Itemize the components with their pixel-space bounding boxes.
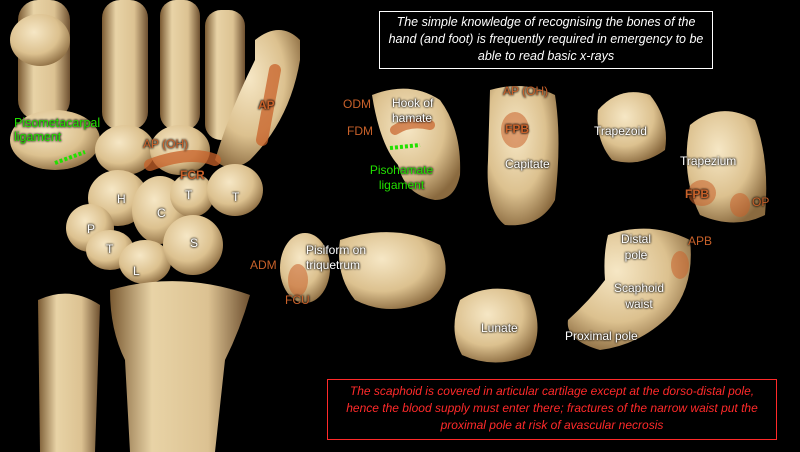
- label-pisiform-letter: P: [87, 222, 96, 236]
- articulated-wrist: [10, 0, 300, 452]
- scaphoid-bone: [567, 228, 691, 350]
- label-distal-pole: Distal pole: [620, 232, 651, 262]
- lunate: [119, 240, 171, 284]
- ap-marker: [256, 64, 281, 146]
- metacarpal-head: [10, 14, 70, 66]
- triquetrum-bone: [339, 232, 446, 309]
- label-fpb-capitate: FPB: [505, 122, 529, 136]
- label-adm: ADM: [250, 258, 277, 272]
- trapezium: [207, 164, 263, 216]
- pisometacarpal-ligament-marker: [54, 150, 86, 165]
- label-trapezium: Trapezium: [680, 154, 737, 168]
- top-note: The simple knowledge of recognising the …: [379, 11, 713, 69]
- label-fcu: FCU: [285, 293, 310, 307]
- radius: [110, 281, 250, 452]
- label-pisometacarpal-ligament: Pisometacarpal ligament: [14, 116, 101, 144]
- label-fdm: FDM: [347, 124, 373, 138]
- thumb-metacarpal: [215, 30, 300, 168]
- label-odm: ODM: [343, 97, 371, 111]
- label-triquetrum-letter: T: [106, 242, 114, 256]
- scaphoid: [163, 215, 223, 275]
- label-fcr: FCR: [180, 168, 205, 182]
- ulna: [38, 293, 100, 452]
- label-hook-of-hamate: Hook of hamate: [392, 96, 434, 125]
- label-trapezium-letter: T: [232, 190, 240, 204]
- capitate-bone: [487, 86, 559, 226]
- label-ap-oh-wrist: AP (OH): [143, 137, 189, 151]
- fpb-marker: [501, 112, 529, 148]
- label-trapezoid: Trapezoid: [594, 124, 647, 138]
- metacarpal-shaft: [102, 0, 148, 130]
- label-capitate-letter: C: [157, 206, 166, 220]
- label-pisohamate-ligament: Pisohamate ligament: [369, 163, 434, 192]
- label-proximal-pole: Proximal pole: [565, 329, 638, 343]
- trapezoid: [170, 173, 214, 217]
- label-op: OP: [752, 195, 770, 209]
- bottom-note: The scaphoid is covered in articular car…: [327, 379, 777, 440]
- metacarpal-base: [10, 110, 100, 170]
- label-pisiform-on-triquetrum: Pisiform on triquetrum: [306, 243, 367, 272]
- metacarpal-base: [95, 125, 155, 175]
- label-lunate-letter: L: [133, 264, 140, 278]
- pisohamate-ligament-marker: [389, 143, 421, 150]
- trapezoid-bone: [597, 92, 666, 163]
- lunate-bone: [454, 288, 538, 363]
- label-fpb-trapezium: FPB: [685, 187, 709, 201]
- op-marker: [730, 193, 750, 217]
- label-hamate-letter: H: [117, 192, 126, 206]
- fcr-marker: [144, 150, 221, 171]
- label-scaphoid-letter: S: [190, 236, 199, 250]
- hook-marker: [390, 118, 435, 135]
- label-scaphoid-waist: Scaphoid waist: [613, 281, 665, 311]
- fcu-marker: [288, 264, 308, 296]
- label-ap-oh-capitate: AP (OH): [503, 84, 549, 98]
- label-apb: APB: [688, 234, 713, 248]
- separate-bones: [280, 86, 767, 363]
- label-ap: AP: [258, 98, 275, 112]
- fpb-trapezium-marker: [688, 180, 716, 206]
- label-trapezoid-letter: T: [185, 188, 193, 202]
- label-capitate: Capitate: [505, 157, 550, 171]
- label-lunate: Lunate: [481, 321, 518, 335]
- metacarpal-shaft: [160, 0, 200, 130]
- distal-pole-marker: [671, 251, 689, 279]
